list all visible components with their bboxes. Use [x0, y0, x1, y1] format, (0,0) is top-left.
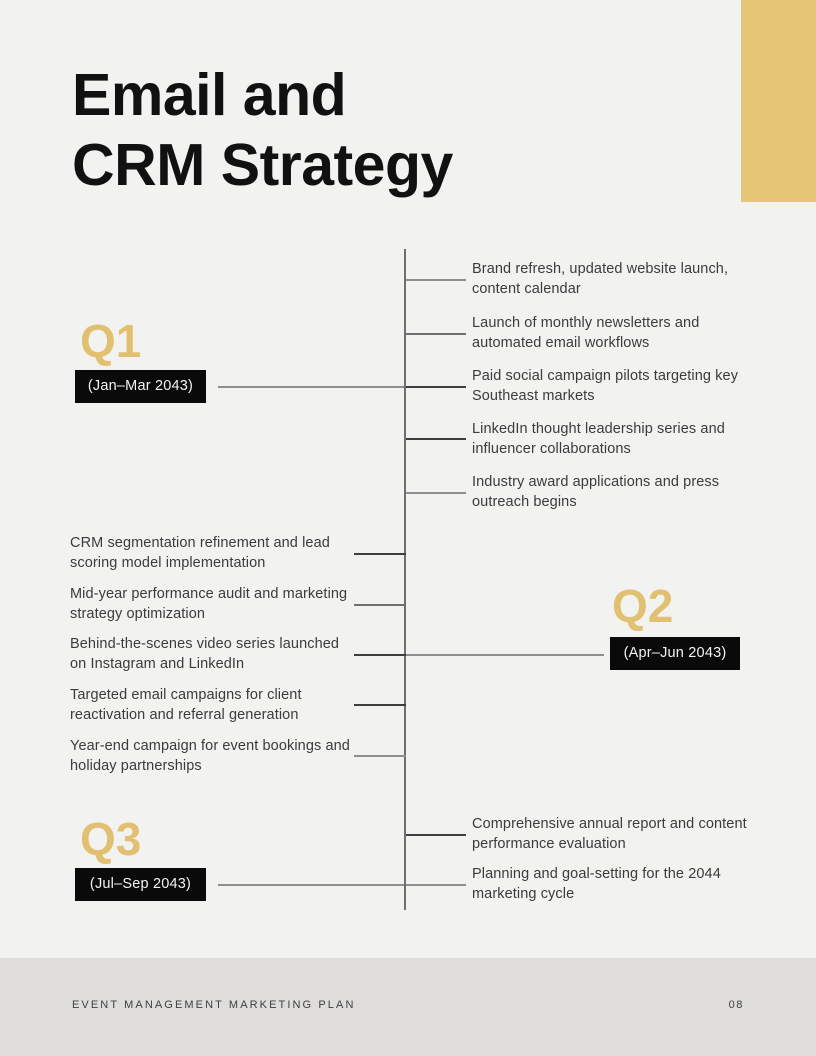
gold-accent-block: [741, 0, 816, 202]
timeline-item: Brand refresh, updated website launch, c…: [472, 261, 729, 297]
timeline-spine: [404, 249, 406, 910]
connector-q2-label: [406, 654, 604, 656]
page-title: Email and CRM Strategy: [72, 60, 692, 200]
connector-q2-item-4: [354, 704, 406, 706]
timeline-item: Planning and goal-setting for the 2044 m…: [472, 866, 721, 902]
connector-q1-item-2: [406, 333, 466, 335]
timeline-item: Paid social campaign pilots targeting ke…: [472, 368, 739, 404]
quarter-label-q3: Q3: [80, 813, 142, 865]
footer-label: EVENT MANAGEMENT MARKETING PLAN: [72, 999, 356, 1011]
connector-q1-label: [218, 386, 404, 388]
connector-q1-item-5: [406, 492, 466, 494]
quarter-label-q2: Q2: [612, 580, 674, 632]
connector-q1-item-1: [406, 279, 466, 281]
quarter-period-q1: (Jan–Mar 2043): [75, 370, 206, 403]
timeline-item: Mid-year performance audit and marketing…: [70, 586, 348, 622]
connector-q1-item-3: [406, 386, 466, 388]
timeline-item: LinkedIn thought leadership series and i…: [472, 421, 725, 457]
connector-q2-item-5: [354, 755, 406, 757]
connector-q2-item-1: [354, 553, 406, 555]
footer-band: [0, 958, 816, 1056]
connector-q2-item-2: [354, 604, 406, 606]
page-title-line-2: CRM Strategy: [72, 132, 453, 198]
footer-page-number: 08: [728, 999, 744, 1011]
connector-q3-item-1: [406, 834, 466, 836]
connector-q2-item-3: [354, 654, 406, 656]
timeline-item: Industry award applications and press ou…: [472, 474, 720, 510]
timeline-item: Launch of monthly newsletters and automa…: [472, 315, 700, 351]
timeline-item: Behind-the-scenes video series launched …: [70, 636, 340, 672]
page-title-line-1: Email and: [72, 62, 347, 128]
timeline-item: CRM segmentation refinement and lead sco…: [70, 535, 330, 571]
quarter-period-q3: (Jul–Sep 2043): [75, 868, 206, 901]
connector-q3-label: [218, 884, 404, 886]
connector-q3-item-2: [406, 884, 466, 886]
connector-q1-item-4: [406, 438, 466, 440]
timeline-item: Year-end campaign for event bookings and…: [70, 738, 350, 774]
quarter-label-q1: Q1: [80, 315, 142, 367]
quarter-period-q2: (Apr–Jun 2043): [610, 637, 740, 670]
timeline-item: Comprehensive annual report and content …: [472, 816, 747, 852]
timeline-item: Targeted email campaigns for client reac…: [70, 687, 302, 723]
